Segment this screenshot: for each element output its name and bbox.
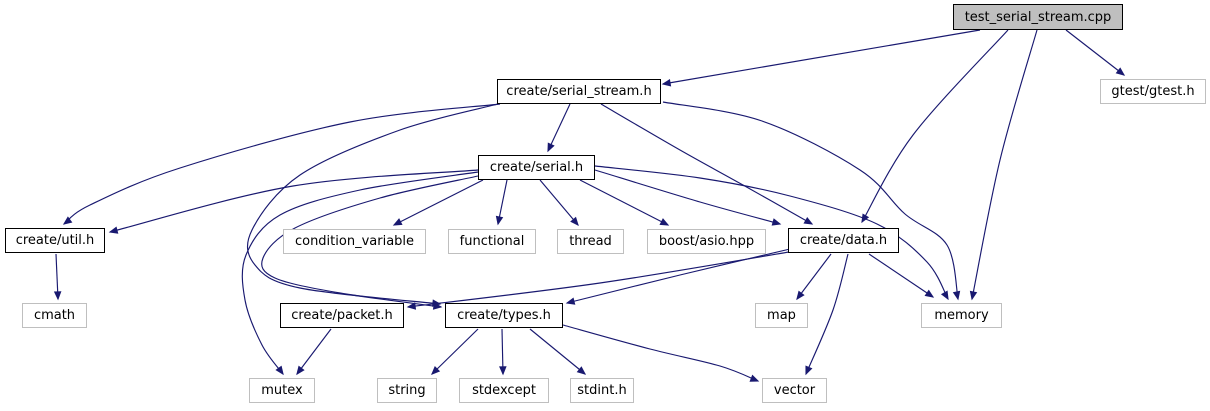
node-label: string [388, 383, 426, 398]
node-label: map [767, 308, 796, 323]
edge-create_data_h-to-vector [805, 253, 849, 376]
graph-node-create_data_h[interactable]: create/data.h [788, 228, 899, 253]
node-label: stdexcept [472, 383, 536, 398]
node-label: condition_variable [294, 234, 415, 249]
edge-create_serial_h-to-create_types_h [261, 175, 479, 310]
graph-node-stdexcept: stdexcept [459, 378, 549, 403]
node-label: gtest/gtest.h [1111, 84, 1195, 99]
node-label: functional [459, 234, 525, 249]
graph-node-cmath: cmath [22, 303, 87, 328]
edge-create_serial_h-to-functional [495, 179, 508, 226]
graph-node-gtest_gtest_h: gtest/gtest.h [1100, 79, 1206, 104]
edge-create_serial_h-to-memory [594, 165, 949, 301]
edge-create_serial_h-to-create_util_h [108, 169, 479, 234]
edge-create_util_h-to-cmath [53, 253, 62, 301]
edge-create_serial_stream_h-to-create_types_h [246, 103, 499, 307]
node-label: cmath [33, 308, 76, 323]
graph-node-test_serial_stream_cpp[interactable]: test_serial_stream.cpp [953, 4, 1123, 30]
graph-node-stdint_h: stdint.h [570, 378, 634, 403]
edge-create_serial_h-to-mutex [241, 171, 479, 376]
edge-create_data_h-to-map [796, 253, 832, 301]
node-label: create/serial_stream.h [506, 84, 652, 99]
node-label: create/types.h [457, 308, 551, 323]
edge-test_serial_stream_cpp-to-create_data_h [861, 29, 1009, 224]
edge-create_types_h-to-stdexcept [499, 328, 507, 376]
graph-node-thread: thread [557, 229, 624, 254]
edge-create_packet_h-to-mutex [296, 328, 332, 376]
edge-create_serial_stream_h-to-create_serial_h [547, 103, 571, 153]
graph-node-create_types_h[interactable]: create/types.h [445, 303, 563, 328]
graph-node-create_serial_stream_h[interactable]: create/serial_stream.h [497, 79, 661, 104]
edge-create_serial_h-to-create_data_h [594, 169, 782, 226]
edge-create_serial_stream_h-to-create_data_h [600, 103, 814, 225]
graph-node-string: string [377, 378, 437, 403]
edge-test_serial_stream_cpp-to-create_serial_stream_h [661, 29, 981, 87]
edge-create_serial_stream_h-to-memory [662, 101, 961, 301]
edge-create_data_h-to-create_packet_h [406, 251, 790, 310]
edge-create_serial_stream_h-to-create_util_h [62, 103, 501, 225]
node-label: stdint.h [577, 383, 627, 398]
graph-node-functional: functional [448, 229, 536, 254]
edge-create_serial_h-to-boost_asio_hpp [579, 179, 670, 226]
node-label: create/data.h [799, 233, 888, 248]
graph-node-map: map [755, 303, 808, 328]
node-label: create/packet.h [291, 308, 393, 323]
graph-node-boost_asio_hpp: boost/asio.hpp [647, 229, 766, 254]
graph-node-create_packet_h[interactable]: create/packet.h [280, 303, 404, 328]
edge-create_types_h-to-string [431, 328, 479, 375]
node-label: test_serial_stream.cpp [964, 9, 1112, 25]
graph-node-memory: memory [921, 303, 1002, 328]
node-label: mutex [261, 383, 303, 398]
graph-node-create_util_h[interactable]: create/util.h [5, 228, 105, 253]
edge-create_serial_h-to-condition_variable [392, 179, 484, 226]
edge-create_data_h-to-memory [868, 253, 935, 298]
node-label: thread [569, 234, 612, 249]
node-label: vector [773, 383, 816, 398]
node-label: create/util.h [15, 233, 95, 248]
edge-create_serial_h-to-thread [539, 179, 579, 227]
node-label: create/serial.h [489, 160, 584, 175]
edge-create_types_h-to-vector [562, 324, 760, 382]
edge-test_serial_stream_cpp-to-gtest_gtest_h [1065, 29, 1126, 76]
edge-test_serial_stream_cpp-to-memory [969, 29, 1038, 301]
edge-create_data_h-to-create_types_h [565, 248, 791, 305]
edge-create_types_h-to-stdint_h [529, 328, 587, 375]
node-label: boost/asio.hpp [658, 234, 755, 249]
node-label: memory [934, 308, 989, 323]
graph-node-create_serial_h[interactable]: create/serial.h [478, 155, 595, 180]
graph-node-condition_variable: condition_variable [283, 229, 426, 254]
graph-node-vector: vector [762, 378, 827, 403]
graph-node-mutex: mutex [249, 378, 315, 403]
